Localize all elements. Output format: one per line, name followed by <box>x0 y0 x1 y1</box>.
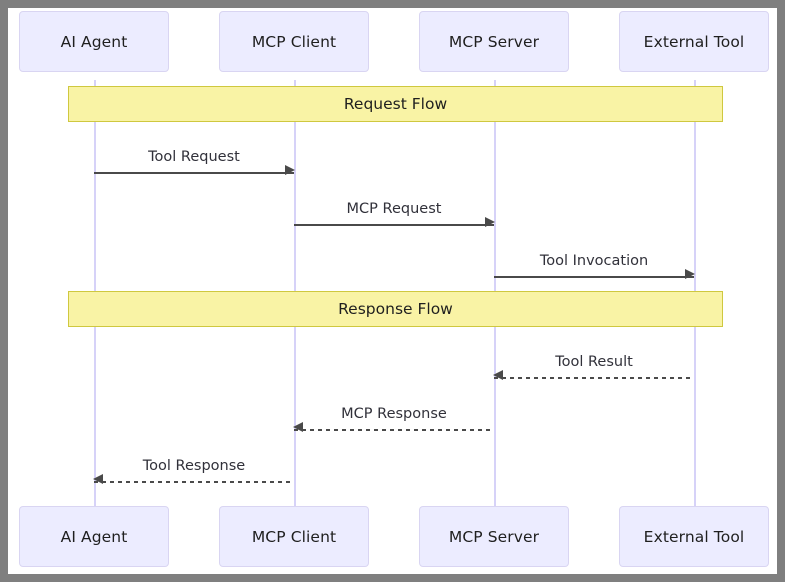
message-mcp-request: MCP Request <box>294 190 495 230</box>
message-label: MCP Response <box>341 406 447 422</box>
message-label: Tool Result <box>555 354 633 370</box>
message-tool-result: Tool Result <box>493 343 694 383</box>
participant-bottom-mcp-server[interactable]: MCP Server <box>419 506 569 567</box>
message-tool-response: Tool Response <box>93 447 294 487</box>
sequence-diagram-canvas: AI Agent MCP Client MCP Server External … <box>8 8 777 574</box>
message-line <box>93 474 294 484</box>
participant-top-external-tool[interactable]: External Tool <box>619 11 769 72</box>
flow-banner-response-flow: Response Flow <box>68 291 723 327</box>
message-label: Tool Response <box>142 458 246 474</box>
arrow-head-left-icon <box>293 422 303 432</box>
participant-label: MCP Server <box>448 32 540 51</box>
participant-label: MCP Client <box>251 32 337 51</box>
participant-top-mcp-client[interactable]: MCP Client <box>219 11 369 72</box>
message-tool-invocation: Tool Invocation <box>494 242 695 282</box>
participant-label: MCP Client <box>251 527 337 546</box>
message-label: Tool Request <box>148 149 240 165</box>
participant-label: External Tool <box>643 32 745 51</box>
arrow-head-right-icon <box>285 165 295 175</box>
message-line <box>493 370 694 380</box>
participant-label: External Tool <box>643 527 745 546</box>
participant-bottom-ai-agent[interactable]: AI Agent <box>19 506 169 567</box>
participant-bottom-mcp-client[interactable]: MCP Client <box>219 506 369 567</box>
participant-top-mcp-server[interactable]: MCP Server <box>419 11 569 72</box>
message-line <box>494 269 695 279</box>
message-label: MCP Request <box>346 201 442 217</box>
message-mcp-response: MCP Response <box>293 395 494 435</box>
message-line <box>94 165 295 175</box>
message-label: Tool Invocation <box>539 253 649 269</box>
arrow-head-right-icon <box>485 217 495 227</box>
arrow-head-right-icon <box>685 269 695 279</box>
participant-bottom-external-tool[interactable]: External Tool <box>619 506 769 567</box>
participant-top-ai-agent[interactable]: AI Agent <box>19 11 169 72</box>
message-line <box>293 422 494 432</box>
flow-banner-label: Request Flow <box>343 95 448 113</box>
arrow-head-left-icon <box>493 370 503 380</box>
participant-label: MCP Server <box>448 527 540 546</box>
message-tool-request: Tool Request <box>94 138 295 178</box>
participant-label: AI Agent <box>60 527 128 546</box>
participant-label: AI Agent <box>60 32 128 51</box>
flow-banner-request-flow: Request Flow <box>68 86 723 122</box>
flow-banner-label: Response Flow <box>338 300 453 318</box>
arrow-head-left-icon <box>93 474 103 484</box>
message-line <box>294 217 495 227</box>
